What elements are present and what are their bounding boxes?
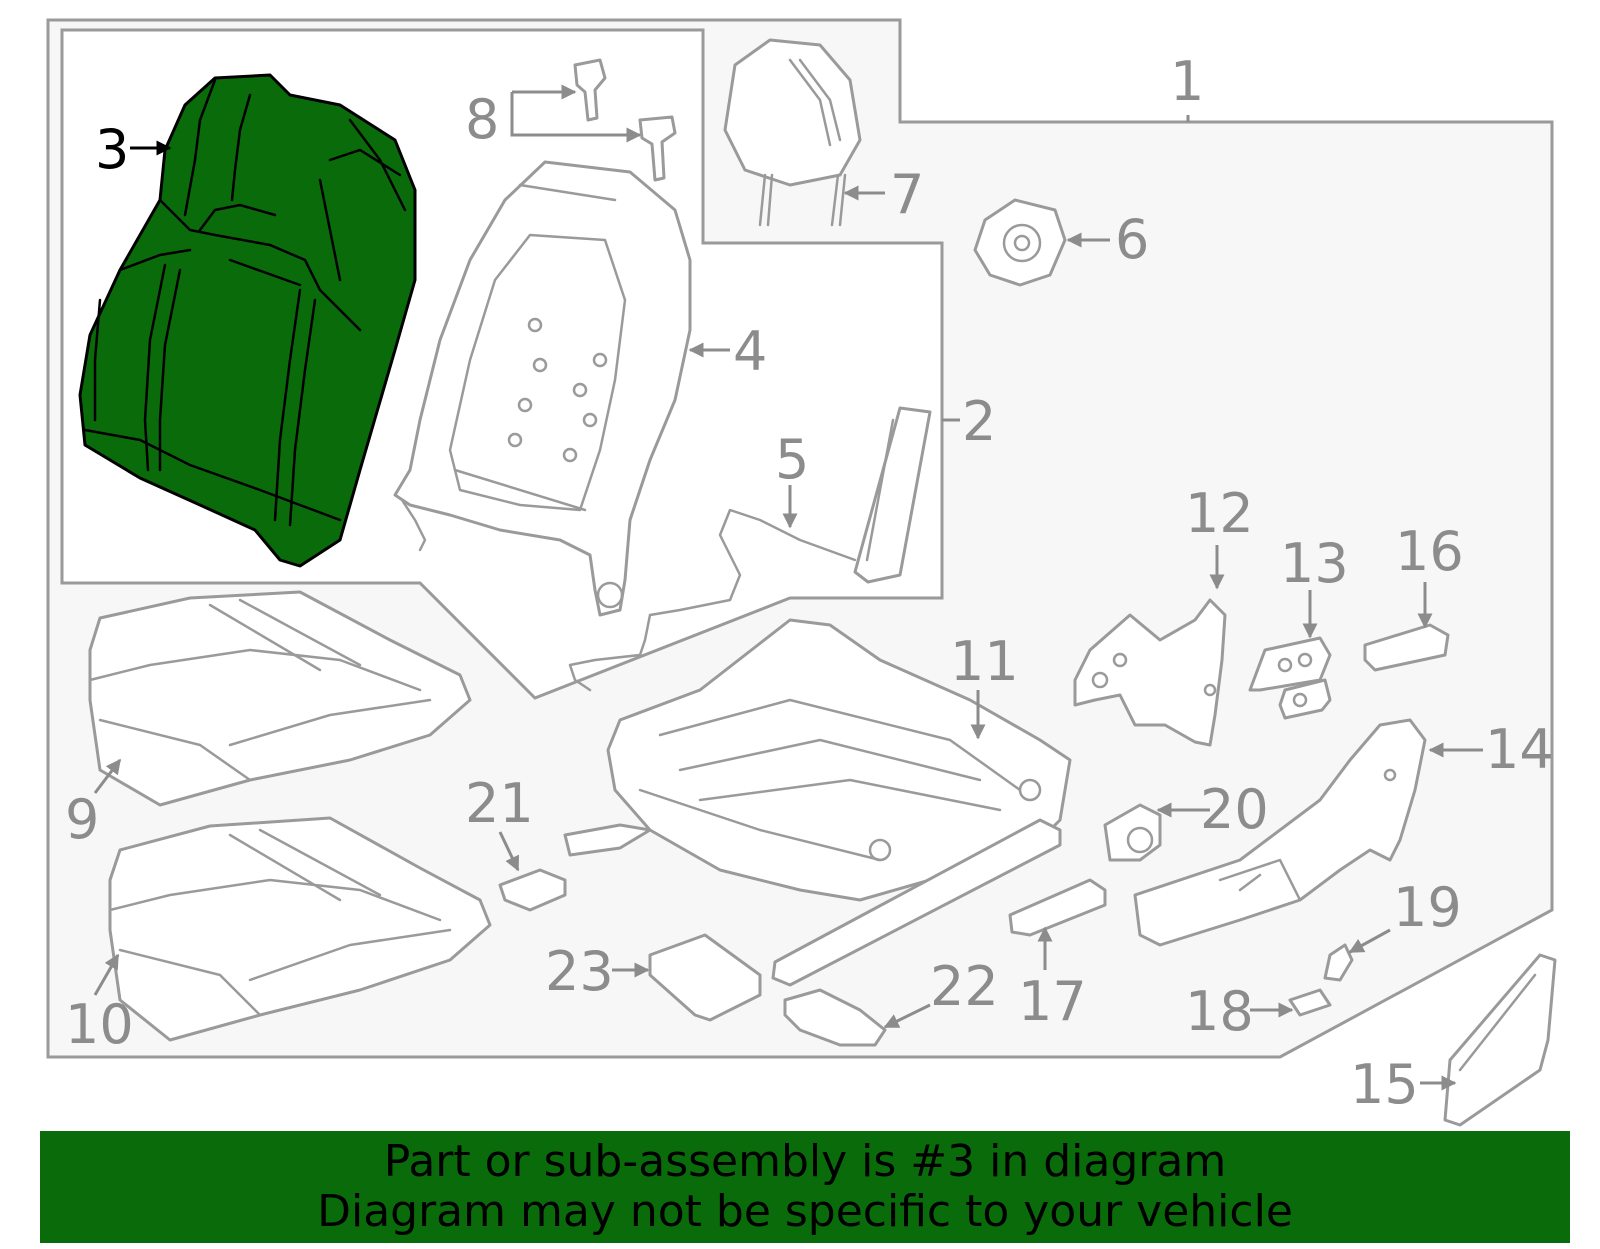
callout-10: 10	[65, 993, 134, 1056]
callout-13: 13	[1280, 532, 1349, 595]
callout-14: 14	[1485, 718, 1554, 781]
callout-2: 2	[962, 390, 996, 453]
callout-19: 19	[1393, 876, 1462, 939]
callout-6: 6	[1115, 208, 1149, 271]
part-5-side-airbag[interactable]	[568, 406, 932, 692]
info-banner: Part or sub-assembly is #3 in diagram Di…	[40, 1131, 1570, 1243]
part-7-headrest[interactable]	[723, 38, 862, 227]
callout-11: 11	[950, 630, 1019, 693]
callout-5: 5	[775, 428, 809, 491]
part-18-clip[interactable]	[1288, 988, 1332, 1017]
callout-21: 21	[465, 772, 534, 835]
part-21-clip[interactable]	[498, 868, 567, 912]
callout-7: 7	[890, 163, 924, 226]
part-9-cushion-cover[interactable]	[88, 590, 472, 807]
part-14-side-shield[interactable]	[1133, 718, 1427, 947]
callout-17: 17	[1018, 970, 1087, 1033]
callout-16: 16	[1395, 520, 1464, 583]
part-13-brackets[interactable]	[1248, 636, 1332, 720]
part-20-switch[interactable]	[1103, 803, 1162, 862]
callout-1: 1	[1170, 50, 1204, 113]
callout-23: 23	[545, 940, 614, 1003]
callout-8: 8	[465, 88, 499, 151]
callout-20: 20	[1200, 778, 1269, 841]
callout-22: 22	[930, 955, 999, 1018]
banner-line-1: Part or sub-assembly is #3 in diagram	[383, 1136, 1227, 1187]
leader-lines	[93, 84, 1483, 1091]
callout-12: 12	[1185, 482, 1254, 545]
part-6-recliner-knob[interactable]	[973, 198, 1067, 287]
callout-18: 18	[1185, 980, 1254, 1043]
part-23-module[interactable]	[648, 933, 762, 1022]
part-8-clips[interactable]	[573, 58, 677, 182]
banner-line-2: Diagram may not be specific to your vehi…	[317, 1186, 1293, 1237]
callout-labels: 1 2 3 4 5 6 7 8 9 10 11 12 13 14 15 16 1…	[65, 50, 1554, 1116]
part-12-bracket[interactable]	[1073, 598, 1227, 747]
part-19-clip[interactable]	[1323, 943, 1354, 982]
callout-3: 3	[95, 118, 129, 181]
callout-4: 4	[733, 320, 767, 383]
part-10-cushion-pad[interactable]	[108, 816, 492, 1042]
callout-15: 15	[1350, 1053, 1419, 1116]
part-15-trim-panel[interactable]	[1443, 953, 1557, 1127]
part-17-adjuster[interactable]	[1008, 878, 1107, 937]
part-3-seatback-pad[interactable]	[78, 73, 417, 568]
callout-9: 9	[65, 788, 99, 851]
part-4-seatback-frame[interactable]	[393, 160, 692, 617]
part-22-cover[interactable]	[783, 988, 887, 1047]
part-11-seat-frame[interactable]	[563, 618, 1072, 987]
